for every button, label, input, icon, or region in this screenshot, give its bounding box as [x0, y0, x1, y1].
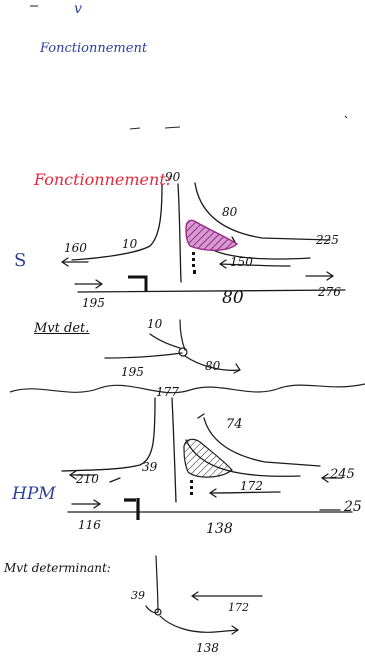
flow-east-out-1: 276	[318, 286, 341, 298]
flow-left-turn-2: 39	[142, 461, 157, 473]
mouvement-value-2a: 39	[131, 590, 145, 601]
flow-east-in-2: 245	[330, 468, 355, 481]
flow-west-out-1: 160	[64, 242, 87, 254]
mouvement-diagram-2	[146, 556, 262, 634]
wavy-separator	[10, 384, 365, 393]
section-heading-1: Fonctionnement:	[34, 172, 171, 188]
flow-west-out-2: 210	[76, 473, 99, 485]
label-hpm: HPM	[12, 486, 56, 503]
mouvement-value-2b: 172	[228, 602, 249, 613]
stray-marks	[30, 6, 347, 129]
flow-east-out-2: 25	[344, 500, 362, 514]
island-hatched-2	[184, 439, 232, 477]
header-mark: v	[74, 2, 82, 16]
label-s: S	[14, 252, 26, 270]
flow-east-in-1: 225	[316, 234, 339, 246]
flow-north-in-2: 177	[156, 386, 179, 398]
flow-west-in-1: 195	[82, 297, 105, 309]
mouvement-label-2: Mvt determinant:	[4, 562, 111, 574]
flow-ramp-1: 80	[222, 206, 237, 218]
island-hatched-1	[186, 220, 237, 250]
flow-ramp-2: 74	[226, 418, 243, 431]
stop-dots-1	[192, 252, 196, 274]
flow-west-in-2: 116	[78, 519, 101, 531]
flow-left-turn-1: 10	[122, 238, 137, 250]
page-title: Fonctionnement	[40, 42, 147, 55]
mouvement-value-1c: 80	[205, 360, 220, 372]
mouvement-value-1b: 195	[121, 366, 144, 378]
stop-dots-2	[190, 480, 193, 495]
flow-through-2: 138	[206, 522, 233, 536]
mouvement-value-1a: 10	[147, 318, 162, 330]
stop-bar-1	[128, 277, 146, 292]
mouvement-value-2c: 138	[196, 642, 219, 654]
mouvement-label-1: Mvt det.	[34, 322, 89, 335]
flow-east-to-south-2: 172	[240, 480, 263, 492]
flow-north-in-1: 90	[165, 171, 180, 183]
stop-bar-2	[124, 498, 138, 520]
flow-through-1: 80	[222, 290, 244, 307]
flow-east-to-south-1: 150	[230, 256, 253, 268]
